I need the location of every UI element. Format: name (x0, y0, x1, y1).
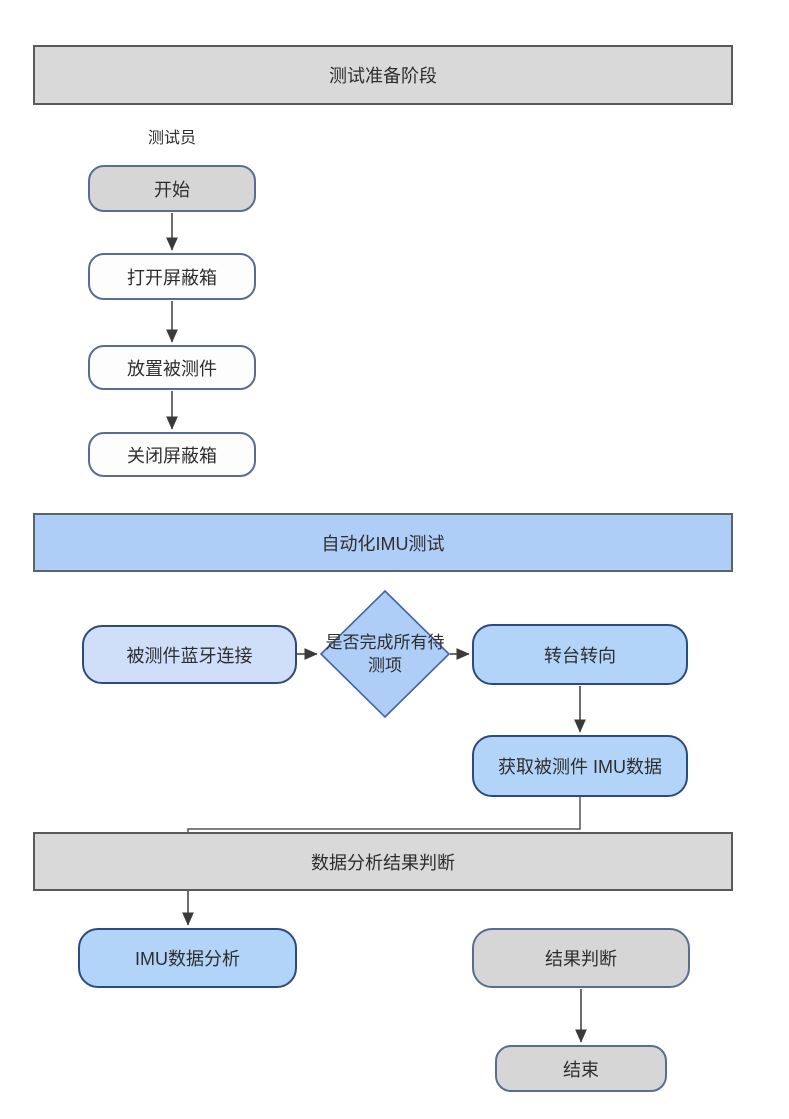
node-imu-data-analysis: IMU数据分析 (78, 928, 297, 988)
decision-diamond-shape (319, 589, 451, 719)
node-place-dut: 放置被测件 (88, 345, 256, 390)
edge-get-imu-elbow (187, 797, 581, 834)
section-banner-prep: 测试准备阶段 (33, 45, 733, 105)
node-turntable-turn-label: 转台转向 (544, 645, 616, 666)
node-turntable-turn: 转台转向 (472, 624, 688, 685)
node-close-shield-box: 关闭屏蔽箱 (88, 432, 256, 477)
node-open-shield-box: 打开屏蔽箱 (88, 253, 256, 300)
node-open-shield-box-label: 打开屏蔽箱 (127, 267, 217, 288)
section-title-auto-imu-test: 自动化IMU测试 (321, 533, 445, 554)
section-banner-data-analysis: 数据分析结果判断 (33, 832, 733, 891)
node-start-label: 开始 (154, 179, 190, 200)
node-bluetooth-connect-label: 被测件蓝牙连接 (126, 645, 253, 666)
node-close-shield-box-label: 关闭屏蔽箱 (127, 445, 217, 466)
node-imu-data-analysis-label: IMU数据分析 (135, 949, 240, 969)
node-get-imu-data: 获取被测件 IMU数据 (472, 735, 688, 797)
lane-label-tester: 测试员 (147, 130, 196, 147)
node-place-dut-label: 放置被测件 (127, 358, 217, 379)
node-end-label: 结束 (563, 1059, 599, 1080)
node-bluetooth-connect: 被测件蓝牙连接 (82, 625, 297, 684)
node-result-judgment-label: 结果判断 (545, 949, 617, 969)
section-banner-auto-imu-test: 自动化IMU测试 (33, 513, 733, 572)
node-start: 开始 (88, 165, 256, 212)
node-result-judgment: 结果判断 (472, 928, 690, 988)
node-decision-all-items-done: 是否完成所有待测项 (325, 633, 445, 675)
node-get-imu-data-label: 获取被测件 IMU数据 (498, 757, 662, 777)
section-title-data-analysis: 数据分析结果判断 (311, 852, 455, 873)
node-end: 结束 (495, 1045, 667, 1092)
section-title-prep: 测试准备阶段 (329, 66, 437, 86)
